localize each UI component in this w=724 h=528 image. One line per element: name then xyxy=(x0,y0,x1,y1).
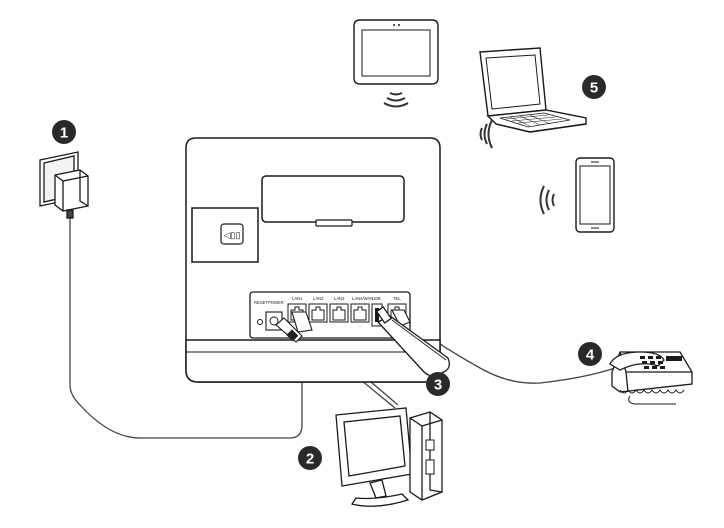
telephone-keypad xyxy=(640,356,682,369)
coiled-cord xyxy=(619,389,685,405)
label-tel: TEL xyxy=(393,296,401,301)
router-top-slot xyxy=(261,175,405,223)
label-lan2: LAN2 xyxy=(313,296,324,301)
tablet xyxy=(353,19,439,85)
callout-3: 3 xyxy=(426,372,450,396)
label-lan3: LAN3 xyxy=(334,296,345,301)
usb-storage-stick xyxy=(375,306,450,377)
label-reset: RESET xyxy=(254,300,268,305)
router: ◁▯▯ RESET POWER LAN1 LAN2 LAN3 LAN4/WAN … xyxy=(185,137,441,383)
svg-text:5: 5 xyxy=(590,80,598,97)
reset-button xyxy=(257,319,263,325)
laptop xyxy=(479,47,587,133)
smartphone xyxy=(575,157,615,233)
sim-slot-glyph: ◁▯▯ xyxy=(224,230,241,240)
label-lan1: LAN1 xyxy=(292,296,303,301)
label-power: POWER xyxy=(268,300,284,305)
landline-telephone xyxy=(609,351,693,405)
power-adapter xyxy=(39,151,89,219)
wifi-signal-tablet xyxy=(383,92,409,108)
label-usb: USB xyxy=(372,296,381,301)
svg-text:2: 2 xyxy=(306,451,314,468)
label-lan4-wan: LAN4/WAN xyxy=(352,296,373,301)
desktop-computer xyxy=(335,407,443,507)
ethernet-plug xyxy=(291,311,313,333)
callout-5: 5 xyxy=(582,75,606,99)
svg-text:1: 1 xyxy=(60,125,68,142)
laptop-keyboard xyxy=(505,114,563,127)
sim-slot-icon xyxy=(220,223,244,245)
svg-text:4: 4 xyxy=(586,347,595,364)
power-plug xyxy=(275,317,303,343)
callout-1: 1 xyxy=(52,120,76,144)
svg-text:3: 3 xyxy=(434,377,442,394)
wifi-signal-phone xyxy=(539,185,555,215)
callout-2: 2 xyxy=(298,446,322,470)
wifi-signal-laptop xyxy=(479,119,493,149)
callout-4: 4 xyxy=(578,342,602,366)
